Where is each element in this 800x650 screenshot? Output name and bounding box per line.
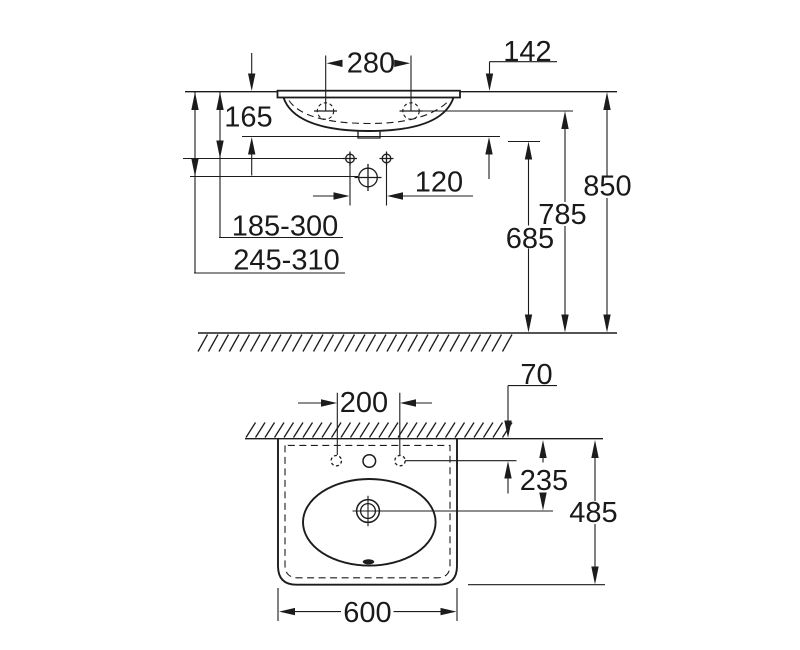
dim-label-600: 600 bbox=[343, 597, 391, 629]
basin-rim bbox=[276, 89, 461, 99]
dim-280-arrow-right bbox=[394, 59, 411, 67]
dim-label-185-300: 185-300 bbox=[232, 211, 338, 243]
dim-785-arrow-down bbox=[561, 314, 569, 333]
dim-185-300-arrow-down bbox=[216, 140, 224, 159]
dim-label-120: 120 bbox=[415, 167, 463, 199]
dim-label-200: 200 bbox=[340, 387, 388, 419]
overflow-slot-icon bbox=[362, 559, 375, 565]
dim-245-310-lines bbox=[194, 92, 345, 274]
dim-label-485: 485 bbox=[569, 497, 617, 529]
drain-center-lines bbox=[352, 495, 553, 527]
dim-120-arrow-left bbox=[333, 192, 350, 200]
dim-185-300-lines bbox=[219, 92, 343, 239]
dim-485-arrow-up bbox=[591, 440, 599, 458]
dim-280-extension-lines bbox=[325, 55, 412, 111]
dim-200-arrow-left bbox=[321, 399, 337, 407]
dim-850-arrow-down bbox=[603, 314, 611, 333]
dim-label-235: 235 bbox=[520, 465, 568, 497]
faucet-hole-center-icon bbox=[362, 453, 377, 469]
drain-outer-circle-icon bbox=[355, 498, 381, 524]
dim-600-arrow-left bbox=[279, 607, 295, 616]
dim-485-lines bbox=[468, 458, 605, 586]
dim-200-lines bbox=[298, 392, 432, 455]
dim-785-arrow-up bbox=[561, 111, 569, 129]
basin-hidden-edge-plan bbox=[284, 444, 451, 579]
dim-70-arrow-down bbox=[504, 420, 512, 438]
dim-label-142: 142 bbox=[503, 36, 551, 68]
dim-200-arrow-right bbox=[400, 399, 416, 407]
bowl-outline-plan bbox=[302, 478, 437, 567]
dim-70-arrow-up bbox=[504, 461, 512, 479]
dim-label-245-310: 245-310 bbox=[233, 245, 339, 277]
optional-hole-right-icon bbox=[394, 454, 406, 467]
front-elevation-view: 280 142 165 185-300 245-310 120 bbox=[183, 36, 632, 352]
wall-hatch bbox=[245, 422, 513, 438]
drain-stub bbox=[357, 131, 381, 139]
dim-label-850: 850 bbox=[583, 171, 631, 203]
dim-685-arrow-down bbox=[524, 314, 533, 333]
dim-235-arrow-down bbox=[539, 492, 547, 511]
fixing-point-cross-ticks bbox=[343, 151, 394, 166]
optional-hole-left-icon bbox=[330, 454, 343, 467]
dim-142-arrow-up bbox=[485, 137, 493, 155]
dim-280-arrow-left bbox=[326, 59, 343, 67]
basin-outline-plan bbox=[277, 438, 458, 586]
dim-600-lines bbox=[277, 588, 458, 621]
dim-label-685: 685 bbox=[506, 223, 554, 255]
dim-485-arrow-down bbox=[591, 566, 599, 585]
floor-hatch bbox=[197, 334, 513, 352]
drain-outlet-cross-ticks bbox=[354, 164, 382, 191]
drain-inner-circle-icon bbox=[359, 502, 377, 520]
dim-label-70: 70 bbox=[520, 359, 552, 391]
dim-120-lines bbox=[313, 163, 473, 206]
top-plan-view: 200 70 235 485 600 bbox=[245, 359, 618, 629]
dim-600-arrow-right bbox=[440, 607, 457, 616]
basin-bowl-outline bbox=[282, 97, 455, 132]
dim-235-arrow-up bbox=[539, 440, 547, 458]
dim-120-arrow-right bbox=[387, 192, 403, 200]
dim-142-arrow-down bbox=[485, 73, 494, 91]
dim-685-arrow-up bbox=[524, 141, 533, 160]
dim-165-arrow-up bbox=[248, 137, 256, 155]
dim-70-lines bbox=[507, 385, 557, 494]
dim-245-310-arrow-up bbox=[191, 92, 199, 110]
dim-label-165: 165 bbox=[224, 102, 272, 134]
dim-245-310-arrow-down bbox=[191, 158, 199, 177]
dim-142-lines bbox=[488, 61, 557, 179]
basin-inner-hidden-line bbox=[288, 100, 450, 125]
dim-185-300-arrow-up bbox=[216, 92, 224, 110]
dim-label-785: 785 bbox=[538, 199, 586, 231]
dim-165-arrow-down bbox=[248, 73, 256, 91]
dim-850-arrow-up bbox=[603, 92, 611, 110]
dim-label-280: 280 bbox=[347, 48, 395, 80]
